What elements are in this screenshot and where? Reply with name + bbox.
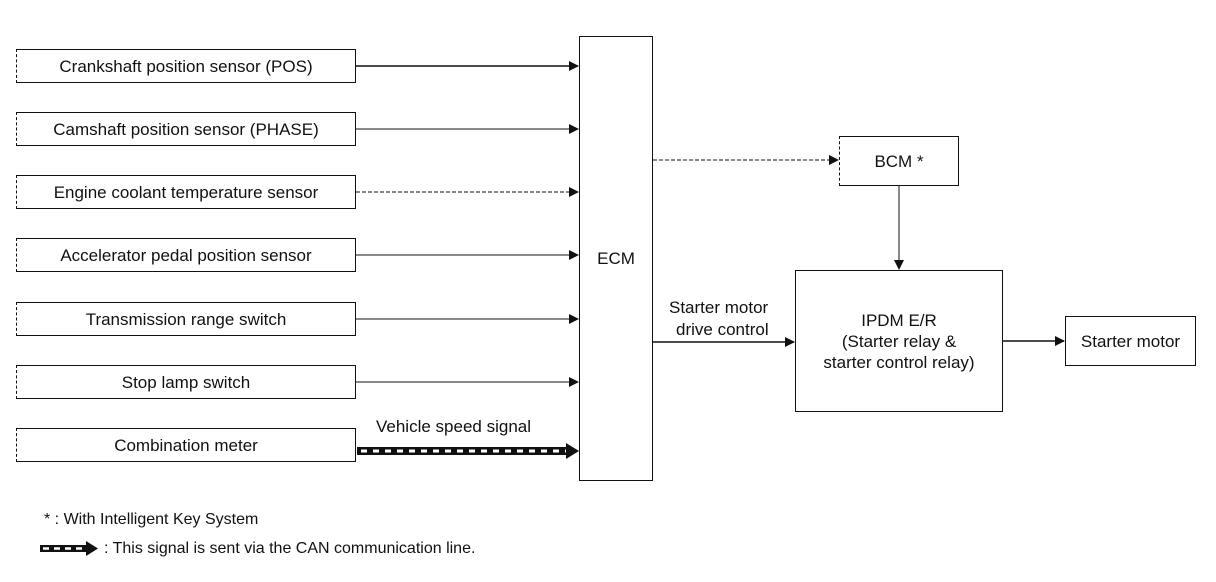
ipdm-subtitle-line2: starter control relay) [823,352,975,372]
starter-motor-label: Starter motor [1080,331,1181,351]
input-label: Engine coolant temperature sensor [53,182,319,202]
input-label: Crankshaft position sensor (POS) [59,56,313,76]
ipdm-subtitle-line1: (Starter relay & [841,331,957,351]
legend-can-line [40,545,86,552]
ecm-box: ECM [579,36,653,481]
input-label: Camshaft position sensor (PHASE) [53,119,319,139]
can-arrowhead [566,443,579,459]
input-label: Stop lamp switch [121,372,251,392]
input-label: Combination meter [114,435,258,455]
starter-motor-box: Starter motor [1065,316,1196,366]
ecm-label: ECM [597,249,635,268]
ipdm-box: IPDM E/R (Starter relay & starter contro… [795,270,1003,412]
starter-drive-label-line2: drive control [676,320,769,339]
input-box-accelerator: Accelerator pedal position sensor [16,238,356,272]
legend-can-arrowhead [86,541,98,556]
input-box-camshaft: Camshaft position sensor (PHASE) [16,112,356,146]
input-box-crankshaft: Crankshaft position sensor (POS) [16,49,356,83]
input-label: Accelerator pedal position sensor [60,245,312,265]
ipdm-title: IPDM E/R [861,310,937,330]
input-box-stop-lamp: Stop lamp switch [16,365,356,399]
input-label: Transmission range switch [85,309,287,329]
input-box-coolant: Engine coolant temperature sensor [16,175,356,209]
asterisk-note: * : With Intelligent Key System [44,511,259,528]
bcm-box: BCM * [839,136,959,186]
bcm-label: BCM * [874,151,924,171]
input-box-combination-meter: Combination meter [16,428,356,462]
vehicle-speed-signal-label: Vehicle speed signal [376,417,532,436]
can-note: : This signal is sent via the CAN commun… [104,540,476,557]
starter-drive-label-line1: Starter motor [669,298,769,317]
input-box-transmission: Transmission range switch [16,302,356,336]
